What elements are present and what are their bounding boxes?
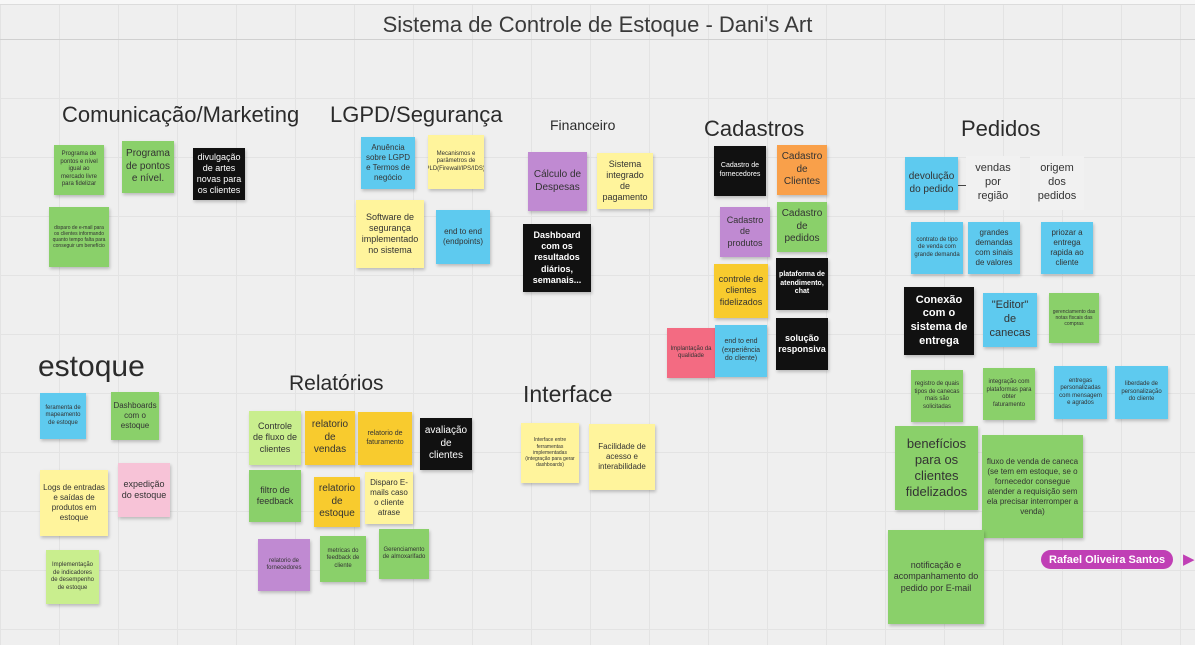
sticky-note[interactable]: grandes demandas com sinais de valores [968,222,1020,274]
sticky-note[interactable]: Cadastro de produtos [720,207,770,257]
sticky-note[interactable]: Controle de fluxo de clientes [249,411,301,465]
title-divider [0,39,1195,40]
sticky-note[interactable]: expedição do estoque [118,463,170,517]
sticky-note[interactable]: Programa de pontos e nível. [122,141,174,193]
sticky-note[interactable]: end to end (endpoints) [436,210,490,264]
sticky-note[interactable]: origem dos pedidos [1030,156,1084,210]
sticky-note[interactable]: Implantação da qualidade [667,328,715,378]
top-bar [0,0,1195,5]
sticky-note[interactable]: Implementação de indicadores de desempen… [46,550,99,604]
section-cadastros: Cadastros [704,116,805,141]
section-estoque: estoque [38,350,145,383]
sticky-note[interactable]: metricas do feedback de cliente [320,536,366,582]
sticky-note[interactable]: Dashboards com o estoque [111,392,159,440]
sticky-note[interactable]: fluxo de venda de caneca (se tem em esto… [982,435,1083,538]
sticky-note[interactable]: integração com plataformas para obter fa… [983,368,1035,420]
sticky-note[interactable]: Anuência sobre LGPD e Termos de negócio [361,137,415,189]
sticky-note[interactable]: benefícios para os clientes fidelizados [895,426,978,510]
sticky-note[interactable]: feramenta de mapeamento de estoque [40,393,86,439]
section-relatorios: Relatórios [289,372,384,395]
sticky-note[interactable]: entregas personalizadas com mensagem e a… [1054,366,1107,419]
sticky-note[interactable]: relatorio de faturamento [358,412,412,465]
sticky-note[interactable]: avaliação de clientes [420,418,472,470]
sticky-note[interactable]: Programa de pontos e nível igual ao merc… [54,145,104,195]
collaborator-cursor-icon: ▶ [1183,551,1195,568]
sticky-note[interactable]: devolução do pedido [905,157,958,210]
sticky-note[interactable]: filtro de feedback [249,470,301,522]
sticky-note[interactable]: Logs de entradas e saídas de produtos em… [40,470,108,536]
sticky-note[interactable]: Software de segurança implementado no si… [356,200,424,268]
sticky-note[interactable]: plataforma de atendimento, chat [776,258,828,310]
sticky-note[interactable]: controle de clientes fidelizados [714,264,768,318]
sticky-note[interactable]: Conexão com o sistema de entrega [904,287,974,355]
sticky-note[interactable]: Mecanismos e parâmetros de PLD(Firewall/… [428,135,484,189]
sticky-note[interactable]: Cálculo de Despesas [528,152,587,211]
sticky-note[interactable]: relatorio de fornecedores [258,539,310,591]
sticky-note[interactable]: Facilidade de acesso e interabilidade [589,424,655,490]
sticky-note[interactable]: priozar a entrega rapida ao cliente [1041,222,1093,274]
sticky-note[interactable]: Dashboard com os resultados diários, sem… [523,224,591,292]
section-comunicacao: Comunicação/Marketing [62,102,300,127]
sticky-note[interactable]: Cadastro de fornecedores [714,146,766,196]
sticky-note[interactable]: notificação e acompanhamento do pedido p… [888,530,984,624]
section-lgpd: LGPD/Segurança [330,102,503,127]
section-interface: Interface [523,381,613,407]
sticky-note[interactable]: end to end (experiência do cliente) [715,325,767,377]
sticky-note[interactable]: Interface entre ferramentas implementada… [521,423,579,483]
sticky-note[interactable]: Cadastro de pedidos [777,202,827,252]
section-financeiro: Financeiro [550,117,616,133]
sticky-note[interactable]: gerenciamento das notas fiscais das comp… [1049,293,1099,343]
sticky-note[interactable]: Cadastro de Clientes [777,145,827,195]
sticky-note[interactable]: Gerenciamento de almoxarifado [379,529,429,579]
sticky-note[interactable]: contrato de tipo de venda com grande dem… [911,222,963,274]
sticky-note[interactable]: disparo de e-mail para os clientes infor… [49,207,109,267]
collaborator-cursor-label: Rafael Oliveira Santos [1041,550,1174,569]
sticky-note[interactable]: vendas por região [966,156,1020,210]
section-pedidos: Pedidos [961,116,1041,141]
sticky-note[interactable]: Disparo E-mails caso o cliente atrase [365,472,413,524]
sticky-note[interactable]: relatorio de vendas [305,411,355,465]
sticky-note[interactable]: divulgação de artes novas para os client… [193,148,245,200]
sticky-note[interactable]: Sistema integrado de pagamento [597,153,653,209]
sticky-note[interactable]: registro de quais tipos de canecas mais … [911,370,963,422]
sticky-note[interactable]: "Editor" de canecas [983,293,1037,347]
sticky-note[interactable]: solução responsiva [776,318,828,370]
sticky-note[interactable]: relatorio de estoque [314,477,360,527]
board-title: Sistema de Controle de Estoque - Dani's … [382,12,813,37]
connector-line [958,185,966,186]
sticky-note[interactable]: liberdade de personalização do cliente [1115,366,1168,419]
